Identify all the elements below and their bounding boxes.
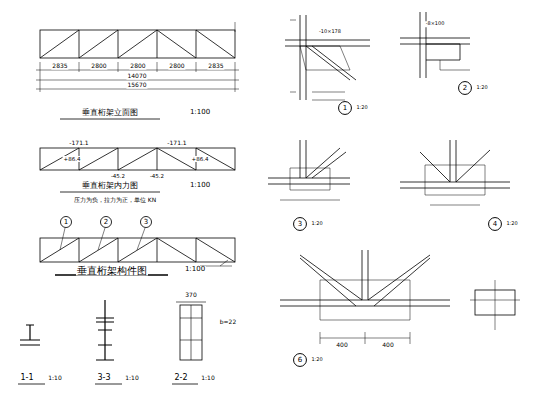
member-number: 2 — [100, 216, 112, 228]
bubble-number: 2 — [463, 85, 467, 92]
section-3-3 — [95, 300, 122, 384]
section-label: 2-2 — [173, 374, 188, 383]
drawing-title: 垂直桁架内力图 — [81, 182, 139, 191]
dimension: 370 — [184, 292, 197, 299]
scale: 1:20 — [310, 221, 323, 227]
member-number: 1 — [60, 216, 72, 228]
detail-bubble: 6 — [293, 353, 307, 367]
truss-component-diagram — [40, 228, 235, 275]
dimension: 2800 — [129, 63, 146, 70]
drawing-title: 垂直桁架构件图 — [76, 265, 148, 276]
dimension: 2835 — [51, 63, 68, 70]
force-value: +86.4 — [63, 156, 82, 162]
scale: 1:10 — [124, 375, 139, 382]
bubble-number: 3 — [144, 219, 148, 226]
bubble-number: 2 — [104, 219, 108, 226]
scale: 1:100 — [189, 109, 211, 117]
scale: 1:100 — [189, 182, 211, 190]
scale: 1:20 — [355, 105, 368, 111]
dimension: b=22 — [219, 319, 237, 326]
scale: 1:20 — [475, 85, 488, 91]
dimension: 400 — [381, 342, 394, 349]
section-label: 1-1 — [19, 374, 34, 383]
dimension: 400 — [335, 342, 348, 349]
bubble-number: 4 — [493, 221, 497, 228]
plate-size: -10×178 — [318, 29, 342, 35]
section-1-1 — [18, 325, 45, 384]
force-value: -45.2 — [110, 173, 126, 179]
dimension: 2800 — [168, 63, 185, 70]
detail-4 — [400, 140, 510, 205]
bubble-number: 1 — [343, 105, 347, 112]
section-2-2 — [172, 302, 206, 384]
detail-bubble: 2 — [458, 81, 472, 95]
scale: 1:10 — [200, 375, 215, 382]
note: 压力为负，拉力为正，单位 KN — [73, 197, 157, 204]
detail-1 — [285, 15, 370, 100]
scale: 1:10 — [47, 375, 62, 382]
detail-3 — [268, 140, 350, 200]
detail-bubble: 3 — [293, 217, 307, 231]
detail-2 — [400, 12, 470, 78]
force-value: +86.4 — [191, 156, 210, 162]
detail-bubble: 1 — [338, 101, 352, 115]
scale: 1:20 — [505, 221, 518, 227]
force-value: -171.1 — [166, 140, 187, 147]
plate-size: -8×100 — [425, 21, 446, 27]
force-value: -171.1 — [68, 140, 89, 147]
dimension: 15670 — [126, 82, 147, 89]
drawing-title: 垂直桁架立面图 — [81, 109, 139, 118]
detail-plate — [470, 280, 520, 330]
dimension: 14070 — [126, 73, 147, 80]
detail-6 — [280, 250, 450, 344]
truss-force-diagram — [40, 148, 235, 192]
bubble-number: 6 — [298, 357, 302, 364]
force-value: -45.2 — [149, 173, 165, 179]
scale: 1:20 — [310, 357, 323, 363]
member-number: 3 — [140, 216, 152, 228]
detail-bubble: 4 — [488, 217, 502, 231]
bubble-number: 1 — [64, 219, 68, 226]
scale: 1:100 — [184, 266, 206, 274]
dimension: 2800 — [90, 63, 107, 70]
bubble-number: 3 — [298, 221, 302, 228]
dimension: 2835 — [207, 63, 224, 70]
truss-elevation — [36, 22, 239, 119]
section-label: 3-3 — [96, 374, 111, 383]
